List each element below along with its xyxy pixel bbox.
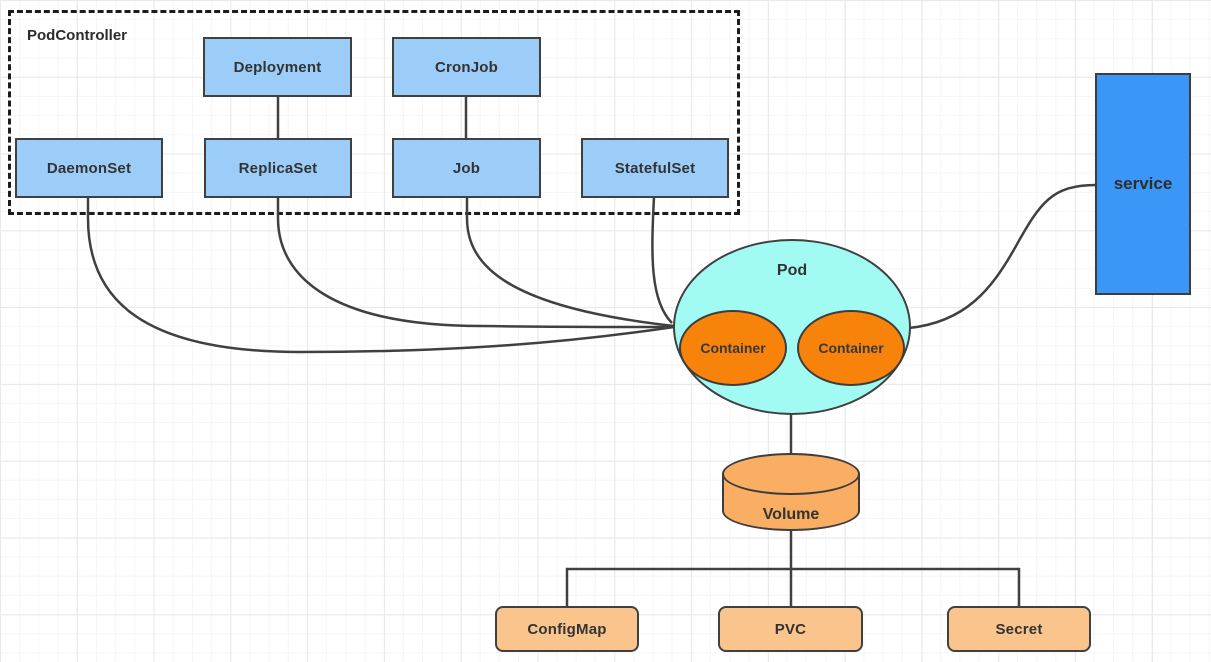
node-secret-label: Secret [995, 620, 1043, 638]
connector-daemonset-pod [86, 197, 675, 354]
connector-replicaset-pod [276, 197, 675, 329]
node-pod-label: Pod [776, 262, 808, 279]
node-configmap[interactable]: ConfigMap [495, 606, 639, 652]
node-service-label: service [1113, 174, 1173, 193]
node-volume-label: Volume [762, 506, 820, 523]
node-replicaset-label: ReplicaSet [238, 159, 318, 177]
node-daemonset[interactable]: DaemonSet [15, 138, 163, 198]
node-deployment[interactable]: Deployment [203, 37, 352, 97]
node-job-label: Job [452, 159, 481, 177]
connector-statefulset-pod [651, 196, 673, 324]
podcontroller-label: PodController [27, 27, 127, 44]
node-configmap-label: ConfigMap [527, 620, 607, 638]
node-replicaset[interactable]: ReplicaSet [204, 138, 352, 198]
node-pvc[interactable]: PVC [718, 606, 863, 652]
node-secret[interactable]: Secret [947, 606, 1091, 652]
connector-job-pod [465, 197, 675, 328]
connector-pod-service [908, 183, 1097, 330]
node-container-1[interactable]: Container [679, 310, 787, 386]
volume-cylinder-top [722, 453, 860, 495]
node-volume[interactable]: Volume [722, 453, 860, 531]
node-container-2-label: Container [818, 340, 884, 356]
connector-volume-configmap-secret [565, 567, 1021, 606]
podcontroller-group[interactable]: PodController [8, 10, 740, 215]
node-statefulset[interactable]: StatefulSet [581, 138, 729, 198]
node-container-1-label: Container [700, 340, 766, 356]
node-pvc-label: PVC [774, 620, 807, 638]
node-deployment-label: Deployment [233, 58, 322, 76]
node-container-2[interactable]: Container [797, 310, 905, 386]
node-service[interactable]: service [1095, 73, 1191, 295]
node-daemonset-label: DaemonSet [46, 159, 132, 177]
node-job[interactable]: Job [392, 138, 541, 198]
node-cronjob[interactable]: CronJob [392, 37, 541, 97]
node-cronjob-label: CronJob [434, 58, 499, 76]
node-statefulset-label: StatefulSet [614, 159, 696, 177]
